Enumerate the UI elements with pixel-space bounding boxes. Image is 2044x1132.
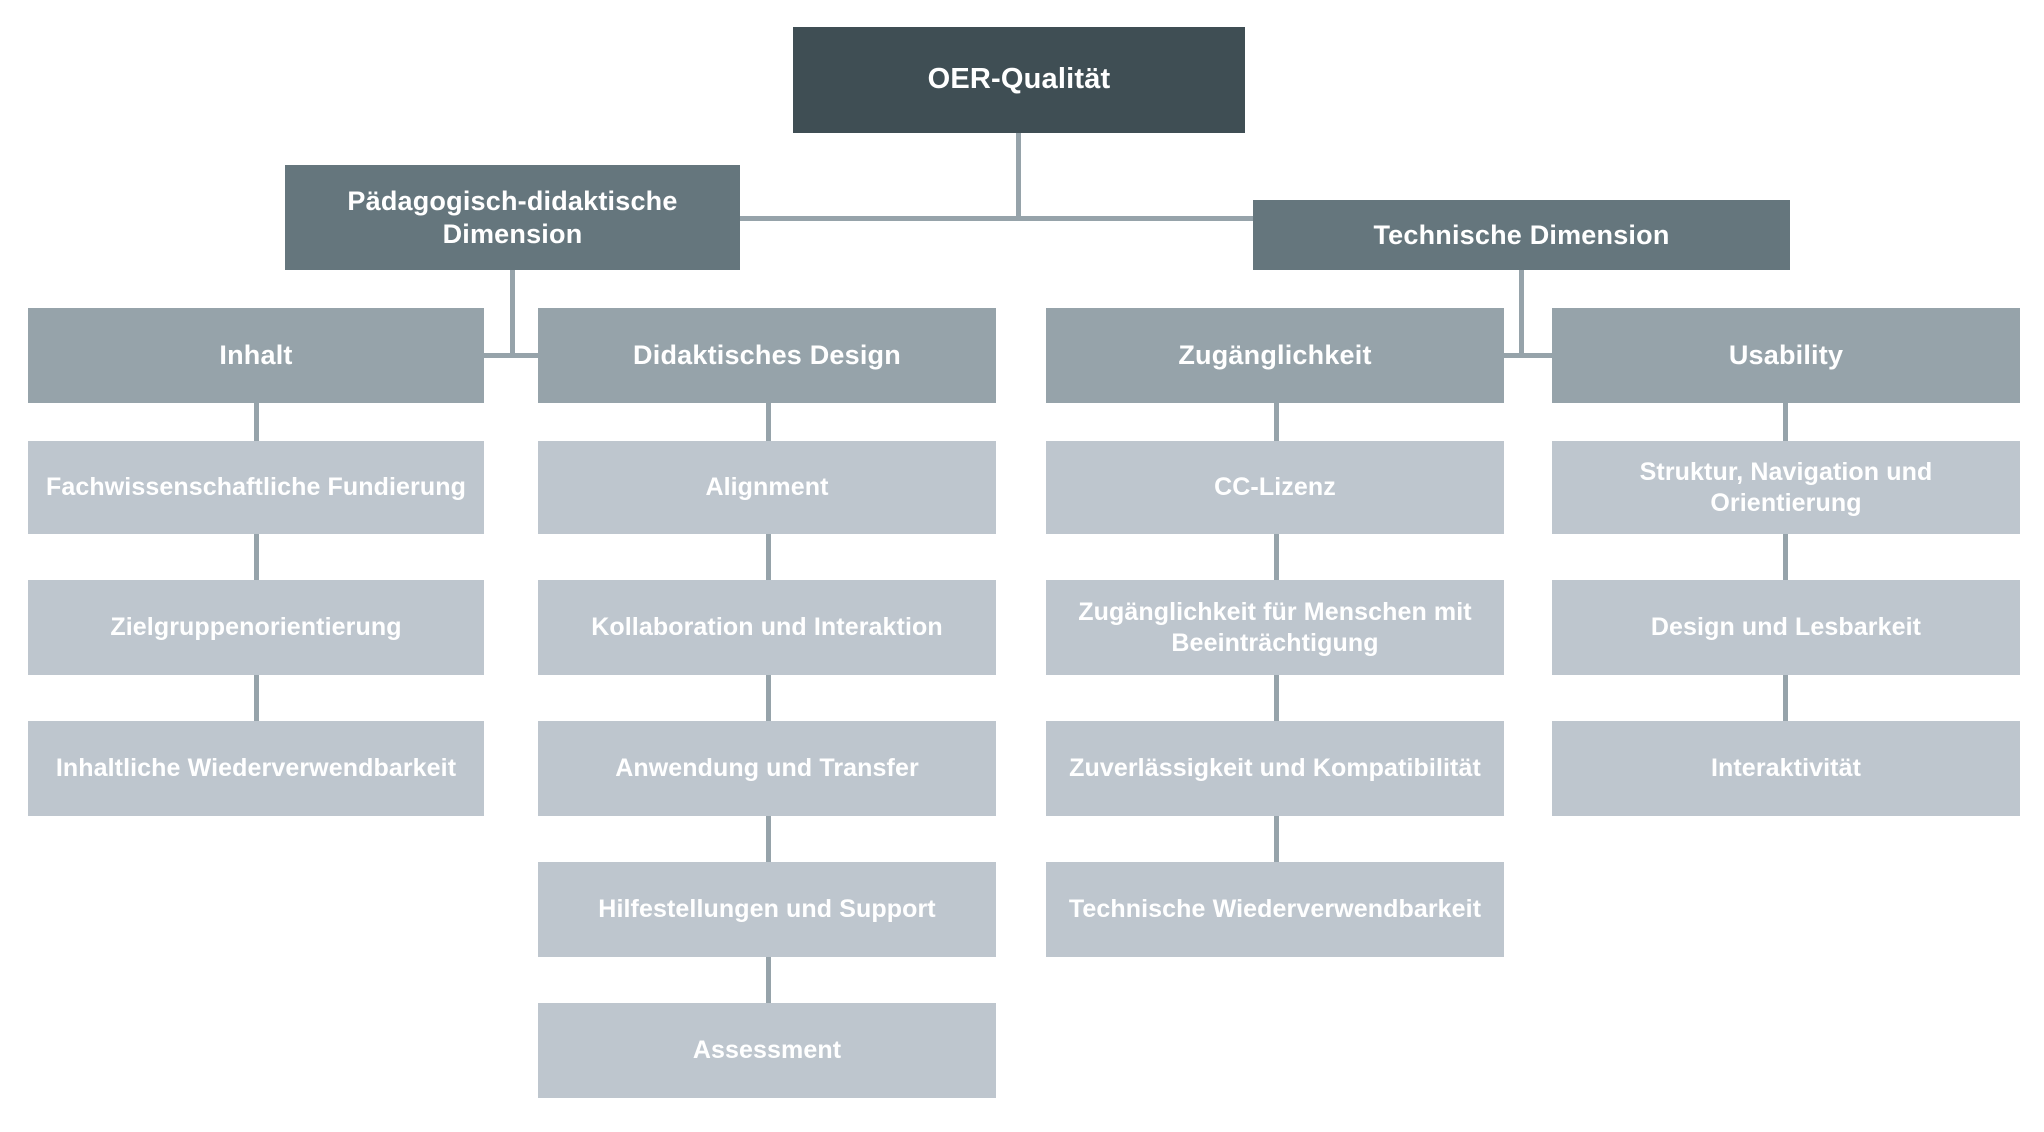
connector-col4-2 (1783, 534, 1788, 580)
node-label: CC-Lizenz (1214, 473, 1336, 502)
node-item-zielgruppenorientierung[interactable]: Zielgruppenorientierung (28, 580, 484, 675)
node-item-hilfestellungen-und-support[interactable]: Hilfestellungen und Support (538, 862, 996, 957)
node-item-design-und-lesbarkeit[interactable]: Design und Lesbarkeit (1552, 580, 2020, 675)
node-label: Didaktisches Design (633, 340, 901, 371)
connector-dim1-bus (196, 353, 824, 358)
node-label: Design und Lesbarkeit (1650, 613, 1922, 642)
node-label: Inhaltliche Wiederverwendbarkeit (55, 754, 457, 783)
node-label: Pädagogisch-didaktische Dimension (347, 185, 678, 249)
node-label: Zuverlässigkeit und Kompatibilität (1069, 754, 1481, 783)
node-label: Technische Wiederverwendbarkeit (1068, 895, 1482, 924)
node-item-assessment[interactable]: Assessment (538, 1003, 996, 1098)
node-root-oer-qualitaet[interactable]: OER-Qualität (793, 27, 1245, 133)
node-item-technische-wiederverwendbarkeit[interactable]: Technische Wiederverwendbarkeit (1046, 862, 1504, 957)
node-label: Interaktivität (1710, 754, 1862, 783)
connector-col2-1 (766, 403, 771, 441)
node-item-fachwissenschaftliche-fundierung[interactable]: Fachwissenschaftliche Fundierung (28, 441, 484, 534)
node-item-struktur-navigation-und-orientierung[interactable]: Struktur, Navigation und Orientierung (1552, 441, 2020, 534)
connector-dimension-spine (738, 216, 1258, 221)
connector-col4-3 (1783, 675, 1788, 721)
node-item-zuverlaessigkeit-und-kompatibilitaet[interactable]: Zuverlässigkeit und Kompatibilität (1046, 721, 1504, 816)
connector-col3-3 (1274, 675, 1279, 721)
node-item-interaktivitaet[interactable]: Interaktivität (1552, 721, 2020, 816)
node-label: Struktur, Navigation und Orientierung (1639, 458, 1933, 517)
node-label: Fachwissenschaftliche Fundierung (46, 473, 466, 502)
connector-col1-1 (254, 403, 259, 441)
connector-dim1-stem (510, 270, 515, 358)
node-label: Alignment (705, 473, 829, 502)
node-label: Zugänglichkeit (1178, 340, 1372, 371)
node-dimension-paedagogisch-didaktisch[interactable]: Pädagogisch-didaktische Dimension (285, 165, 740, 270)
node-item-zugaenglichkeit-fuer-menschen-mit-beeintraechtigung[interactable]: Zugänglichkeit für Menschen mit Beeinträ… (1046, 580, 1504, 675)
node-category-inhalt[interactable]: Inhalt (28, 308, 484, 403)
connector-col2-4 (766, 816, 771, 862)
node-label: Inhalt (219, 340, 293, 371)
node-item-alignment[interactable]: Alignment (538, 441, 996, 534)
connector-col3-1 (1274, 403, 1279, 441)
node-label: OER-Qualität (927, 63, 1111, 96)
node-label: Zugänglichkeit für Menschen mit Beeinträ… (1078, 598, 1472, 657)
node-item-anwendung-und-transfer[interactable]: Anwendung und Transfer (538, 721, 996, 816)
connector-col2-2 (766, 534, 771, 580)
node-item-kollaboration-und-interaktion[interactable]: Kollaboration und Interaktion (538, 580, 996, 675)
node-label: Kollaboration und Interaktion (591, 613, 943, 642)
node-item-cc-lizenz[interactable]: CC-Lizenz (1046, 441, 1504, 534)
connector-dim2-stem (1519, 270, 1524, 358)
connector-col1-3 (254, 675, 259, 721)
node-label: Technische Dimension (1373, 219, 1670, 250)
node-label: Zielgruppenorientierung (110, 613, 402, 642)
node-label: Assessment (692, 1036, 842, 1065)
node-label: Anwendung und Transfer (615, 754, 919, 783)
node-category-usability[interactable]: Usability (1552, 308, 2020, 403)
connector-col3-2 (1274, 534, 1279, 580)
connector-col2-5 (766, 957, 771, 1003)
connector-col4-1 (1783, 403, 1788, 441)
node-dimension-technisch[interactable]: Technische Dimension (1253, 200, 1790, 270)
node-category-didaktisches-design[interactable]: Didaktisches Design (538, 308, 996, 403)
connector-col1-2 (254, 534, 259, 580)
connector-dim2-bus (1214, 353, 1842, 358)
connector-root-stem (1016, 133, 1021, 221)
connector-col3-4 (1274, 816, 1279, 862)
node-item-inhaltliche-wiederverwendbarkeit[interactable]: Inhaltliche Wiederverwendbarkeit (28, 721, 484, 816)
node-category-zugaenglichkeit[interactable]: Zugänglichkeit (1046, 308, 1504, 403)
node-label: Hilfestellungen und Support (598, 895, 936, 924)
node-label: Usability (1728, 340, 1844, 371)
connector-col2-3 (766, 675, 771, 721)
